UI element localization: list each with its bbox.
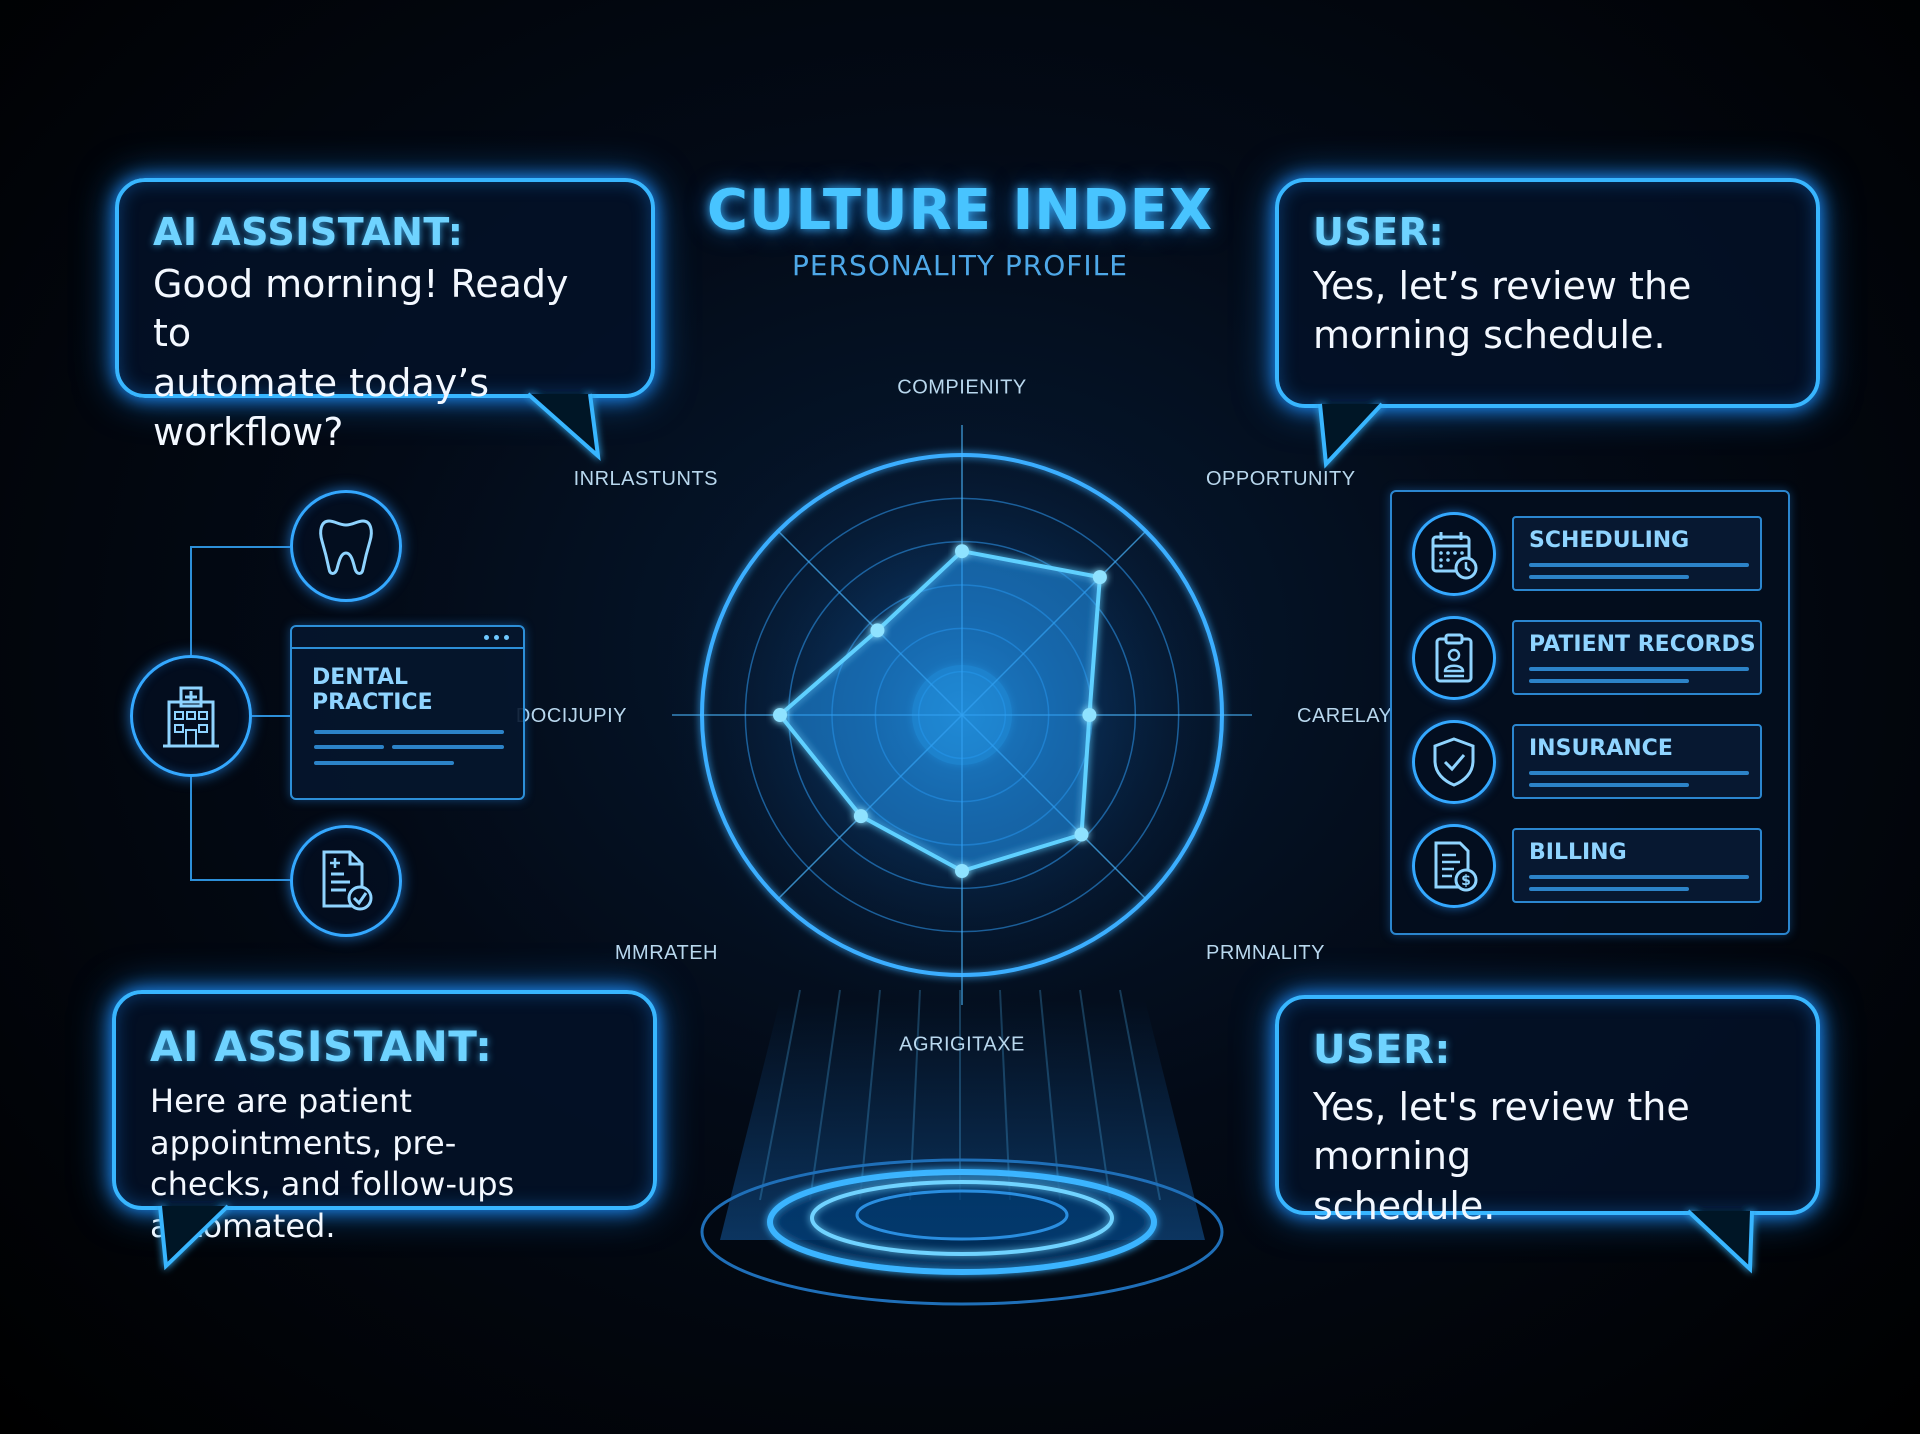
beam-ray bbox=[909, 989, 921, 1201]
radar-axis-label: CARELAY bbox=[1297, 705, 1392, 727]
tooth-icon bbox=[319, 519, 373, 575]
user-bubble-top: USER: Yes, let’s review the morning sche… bbox=[1275, 178, 1820, 408]
document-check-icon bbox=[322, 850, 373, 911]
service-label: SCHEDULING bbox=[1529, 528, 1690, 553]
clipboard-icon bbox=[1435, 633, 1473, 683]
shield-check-icon bbox=[1433, 737, 1475, 787]
light-beam bbox=[720, 1000, 1205, 1240]
page-title: CULTURE INDEX bbox=[706, 178, 1214, 243]
radar-axis-label: OPPORTUNITY bbox=[1206, 468, 1356, 490]
card-title: DENTAL PRACTICE bbox=[312, 665, 433, 715]
service-label: PATIENT RECORDS bbox=[1529, 632, 1756, 657]
hologram-base bbox=[700, 1158, 1224, 1306]
base-ring-outer bbox=[700, 1158, 1224, 1306]
service-patient-records[interactable]: PATIENT RECORDS bbox=[1412, 614, 1777, 702]
message-line: automate today’s workflow? bbox=[153, 360, 490, 455]
radar-point bbox=[955, 864, 969, 878]
services-panel: SCHEDULING PATIENT RECORDS bbox=[1390, 490, 1790, 935]
beam-ray bbox=[999, 989, 1011, 1201]
beam-ray bbox=[809, 989, 841, 1201]
hologram-beam bbox=[720, 989, 1205, 1240]
radar-axis-label: MMRATEH bbox=[615, 942, 718, 964]
radar-point bbox=[1082, 708, 1097, 722]
radar-point bbox=[870, 623, 885, 638]
message-line: Here are patient appointments, pre- bbox=[150, 1082, 457, 1162]
base-ring-inner bbox=[810, 1180, 1114, 1256]
radar-point bbox=[773, 708, 787, 722]
service-scheduling[interactable]: SCHEDULING bbox=[1412, 510, 1777, 598]
dental-practice-card: DENTAL PRACTICE bbox=[290, 625, 525, 800]
base-ring-core bbox=[855, 1189, 1069, 1241]
speaker-label: USER: bbox=[1313, 1027, 1451, 1073]
beam-ray bbox=[1079, 989, 1111, 1201]
page-subtitle: PERSONALITY PROFILE bbox=[792, 249, 1128, 282]
radar-point bbox=[1092, 570, 1107, 585]
hospital-icon bbox=[163, 686, 219, 748]
beam-ray bbox=[1119, 989, 1161, 1201]
service-insurance[interactable]: INSURANCE bbox=[1412, 718, 1777, 806]
radar-axis-label: DOCIJUPIY bbox=[516, 705, 627, 727]
service-label: INSURANCE bbox=[1529, 736, 1673, 761]
calendar-icon bbox=[1431, 532, 1478, 580]
radar-point bbox=[1074, 827, 1089, 842]
assistant-bubble-bottom: AI ASSISTANT: Here are patient appointme… bbox=[112, 990, 657, 1245]
hospital-node bbox=[130, 655, 252, 777]
speaker-label: AI ASSISTANT: bbox=[150, 1022, 493, 1071]
speaker-label: USER: bbox=[1313, 210, 1445, 254]
invoice-dollar-icon: $ bbox=[1434, 841, 1478, 892]
radar-axis-label: PRMNALITY bbox=[1206, 942, 1325, 964]
message-line: Yes, let’s review the bbox=[1313, 264, 1692, 308]
radar-axis-label: INRLASTUNTS bbox=[574, 468, 718, 490]
svg-text:$: $ bbox=[1461, 873, 1471, 889]
bubble-tail bbox=[158, 1204, 230, 1271]
radar-labels: COMPIENITY OPPORTUNITY CARELAY PRMNALITY AGR… bbox=[516, 377, 1392, 1056]
tooth-node bbox=[290, 490, 402, 602]
bubble-tail bbox=[1686, 1209, 1754, 1274]
card-titlebar bbox=[292, 627, 523, 649]
bubble-tail bbox=[526, 392, 601, 462]
user-bubble-bottom: USER: Yes, let's review the morning sche… bbox=[1275, 995, 1820, 1228]
speaker-label: AI ASSISTANT: bbox=[153, 210, 464, 254]
radar-axis-label: COMPIENITY bbox=[897, 377, 1026, 399]
title-block: CULTURE INDEX PERSONALITY PROFILE bbox=[660, 178, 1260, 282]
message-line: Good morning! Ready to bbox=[153, 262, 569, 356]
radar-axis-label: AGRIGITAXE bbox=[899, 1033, 1025, 1055]
message-line: Yes, let's review the morning bbox=[1313, 1085, 1690, 1179]
bubble-tail bbox=[1318, 402, 1384, 469]
document-node bbox=[290, 825, 402, 937]
radar-shape bbox=[773, 544, 1107, 878]
beam-ray bbox=[759, 989, 801, 1201]
assistant-bubble-top: AI ASSISTANT: Good morning! Ready to aut… bbox=[115, 178, 655, 454]
service-label: BILLING bbox=[1529, 840, 1627, 865]
radar-point bbox=[853, 809, 868, 824]
service-billing[interactable]: $ BILLING bbox=[1412, 822, 1777, 910]
message-line: schedule. bbox=[1313, 1183, 1496, 1228]
message-line: morning schedule. bbox=[1313, 313, 1666, 358]
radar-point bbox=[955, 544, 969, 559]
